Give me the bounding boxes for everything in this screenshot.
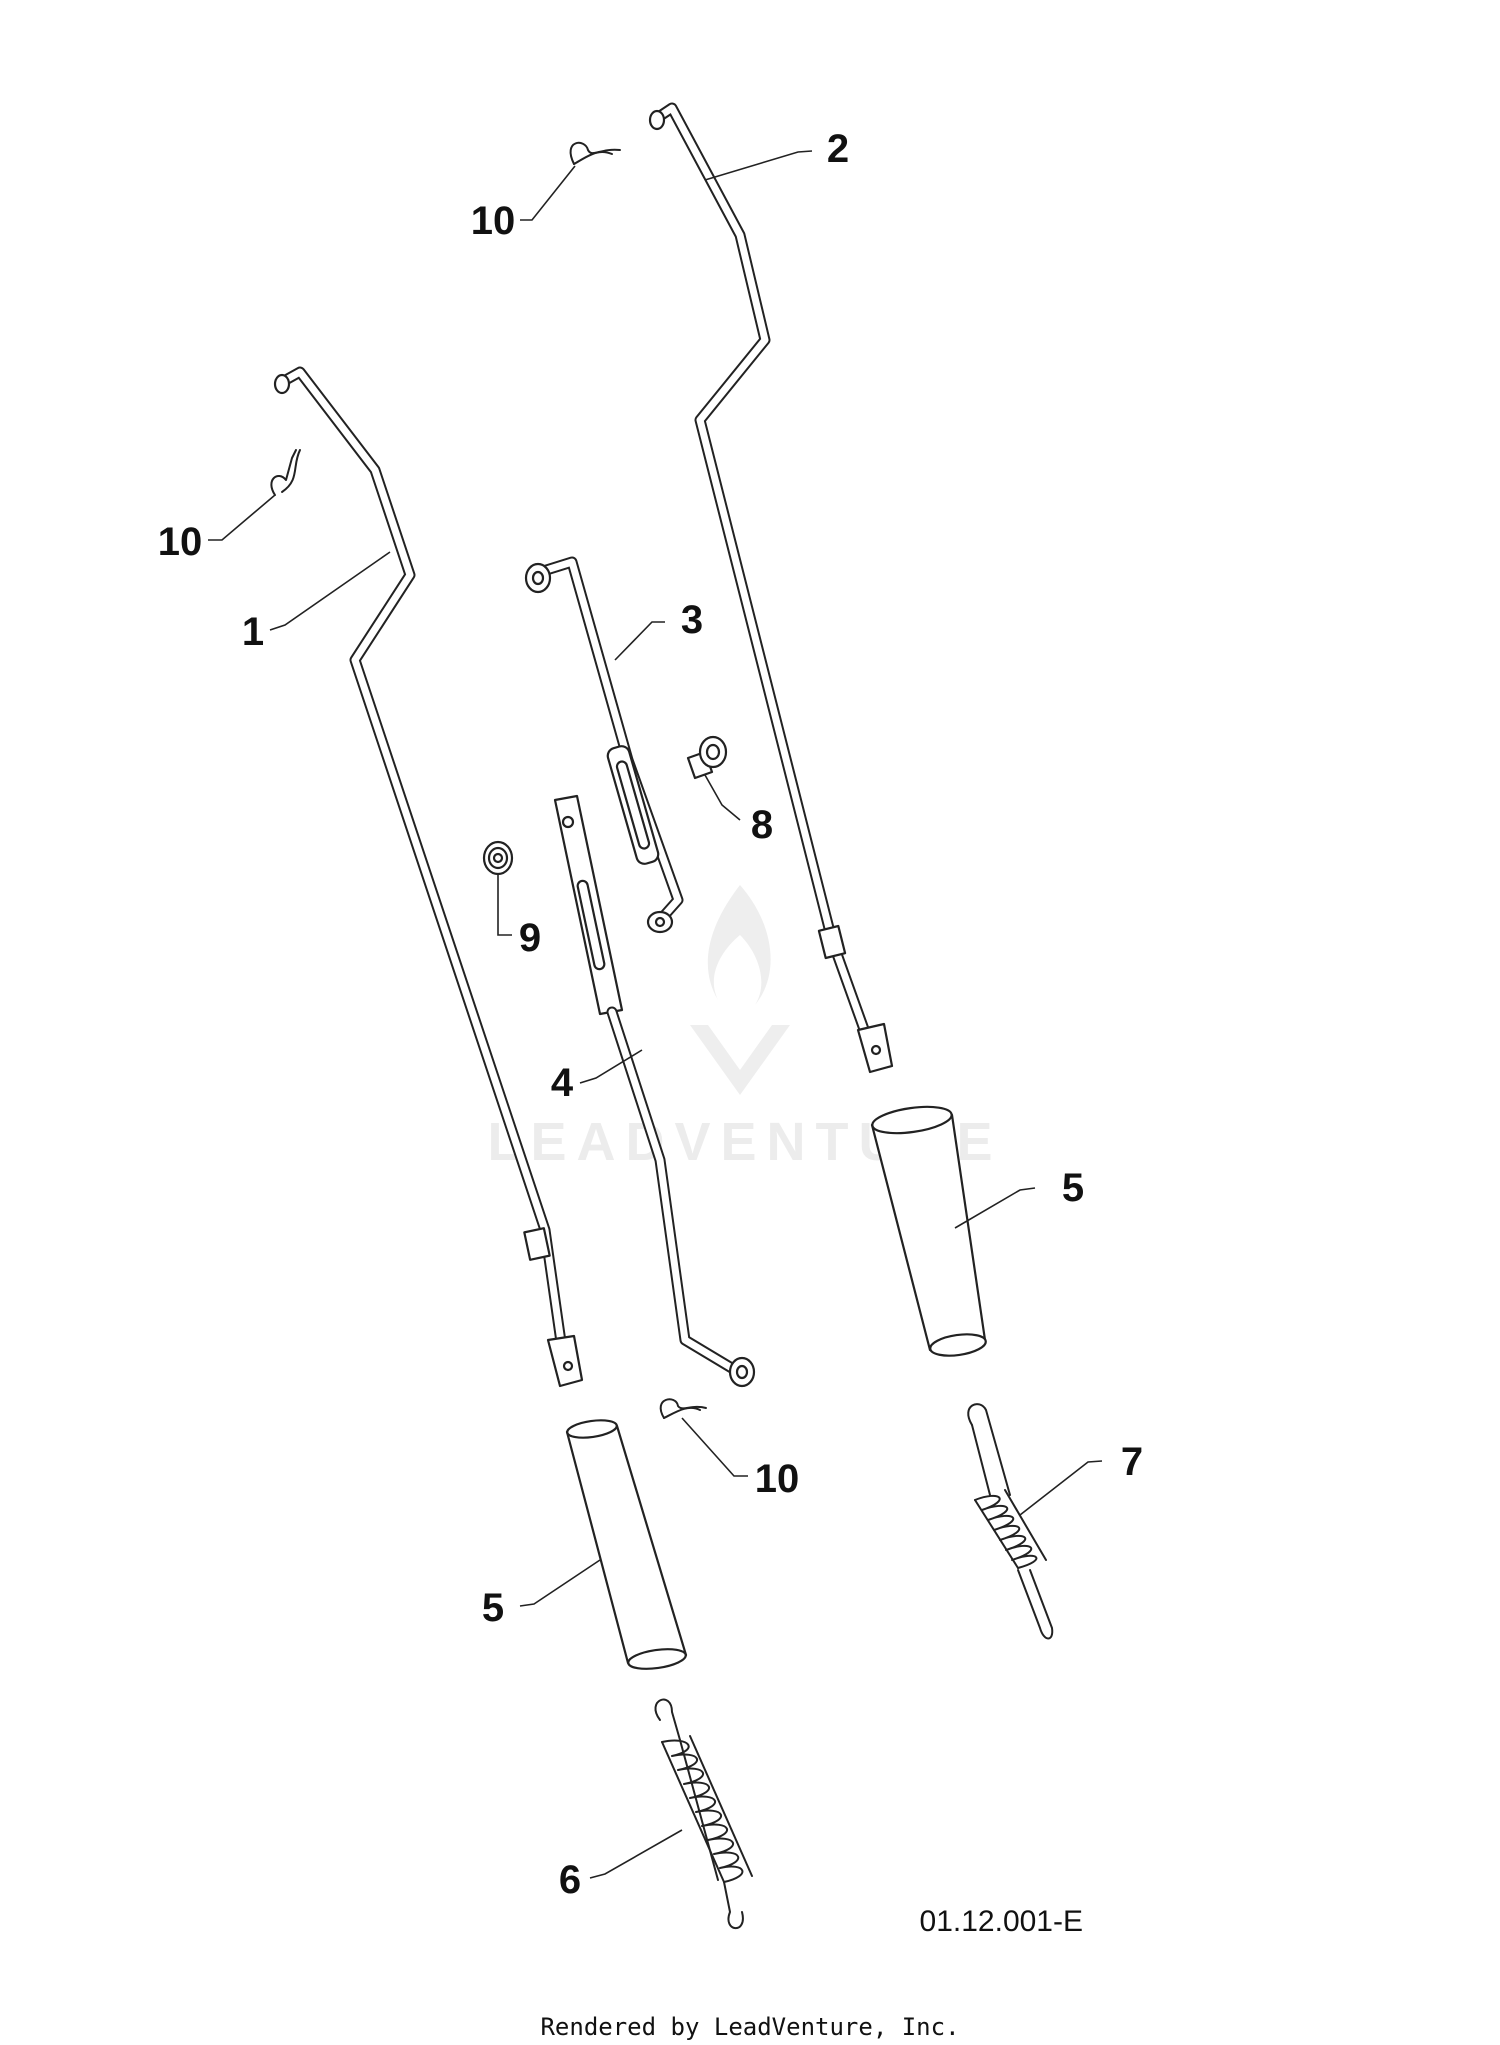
callout-part-8: 8 — [751, 803, 773, 847]
callout-part-1: 1 — [242, 610, 264, 654]
callout-part-7: 7 — [1121, 1440, 1143, 1484]
leader-part-10-bottom — [681, 1417, 748, 1477]
part-8-clevis-pin — [686, 735, 728, 780]
leader-part-10-top — [520, 165, 576, 221]
callout-labels: 1 2 3 4 5 5 6 7 8 9 10 10 10 — [158, 127, 1143, 1902]
callout-part-9: 9 — [519, 916, 541, 960]
callout-part-5-upper: 5 — [1062, 1166, 1084, 1210]
part-4-slotted-link — [553, 794, 756, 1388]
part-6-extension-spring — [654, 1698, 753, 1930]
leader-part-9 — [497, 875, 512, 936]
footer-credit: Rendered by LeadVenture, Inc. — [540, 2013, 959, 2041]
leader-part-10-left — [208, 494, 276, 541]
leader-part-6 — [589, 1829, 683, 1879]
part-5-sleeve-upper — [870, 1105, 987, 1357]
part-9-flange-nut — [482, 840, 514, 876]
leader-part-7 — [1019, 1460, 1103, 1516]
callout-part-10-left: 10 — [158, 520, 203, 564]
callout-part-3: 3 — [681, 598, 703, 642]
leader-part-3 — [614, 621, 665, 661]
leader-lines — [208, 150, 1103, 1879]
part-1-control-rod — [273, 366, 584, 1388]
part-2-control-rod — [648, 102, 894, 1074]
drawing-number: 01.12.001-E — [920, 1905, 1083, 1938]
callout-part-2: 2 — [827, 127, 849, 171]
leader-part-5-lower — [519, 1559, 601, 1607]
callout-part-4: 4 — [551, 1061, 574, 1105]
leader-part-2 — [704, 150, 813, 181]
part-10-hairpin-bottom — [659, 1398, 707, 1419]
part-3-slotted-link — [524, 556, 684, 934]
leader-part-1 — [269, 551, 391, 631]
callout-part-10-top: 10 — [471, 199, 516, 243]
callout-part-10-bottom: 10 — [755, 1457, 800, 1501]
part-5-sleeve-lower — [565, 1419, 688, 1670]
leader-part-5-upper — [954, 1187, 1036, 1229]
leader-part-8 — [704, 774, 741, 821]
leader-part-4 — [579, 1049, 643, 1084]
part-7-extension-spring — [967, 1403, 1054, 1640]
callout-part-6: 6 — [559, 1858, 581, 1902]
part-10-hairpin-left — [270, 449, 301, 496]
part-10-hairpin-top — [569, 141, 621, 165]
callout-part-5-lower: 5 — [482, 1586, 504, 1630]
